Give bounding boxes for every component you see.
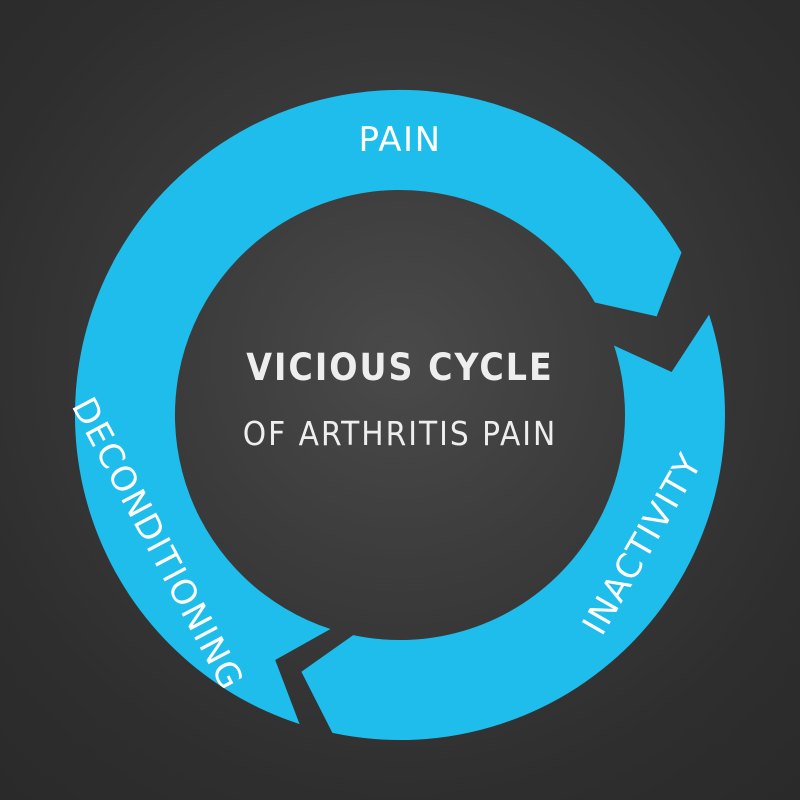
segment-pain: [113, 89, 682, 317]
title-line-1: VICIOUS CYCLE: [246, 346, 554, 389]
label-pain: PAIN: [358, 120, 441, 160]
segment-inactivity: [301, 314, 725, 741]
segment-deconditioning: [74, 241, 331, 725]
segments-layer: [74, 89, 725, 741]
title-line-2: OF ARTHRITIS PAIN: [242, 414, 558, 453]
